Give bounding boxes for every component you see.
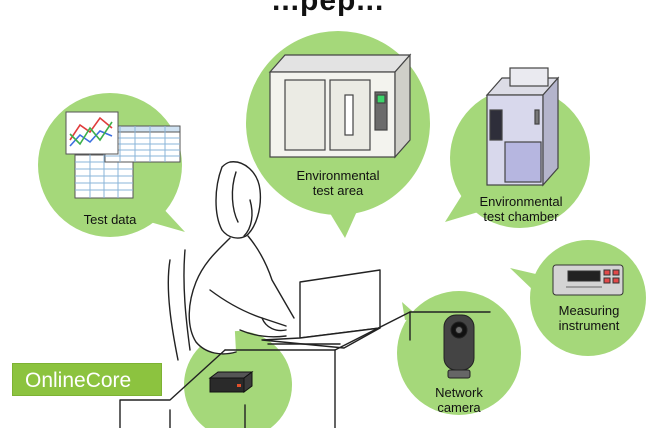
spreadsheet-icon: [65, 111, 181, 199]
env-chamber-line2: test chamber: [483, 209, 559, 224]
title-fragment: ...pep...: [272, 0, 385, 17]
measuring-line1: Measuring: [558, 303, 620, 318]
camera-line1: Network: [435, 385, 483, 400]
person-at-desk: [119, 161, 491, 429]
measuring-label: Measuring instrument: [544, 303, 634, 333]
test-data-text: Test data: [83, 212, 137, 227]
camera-label: Network camera: [419, 385, 499, 415]
env-test-area-icon: [268, 53, 412, 159]
bubble-measuring: [510, 240, 646, 356]
camera-line2: camera: [437, 400, 481, 415]
env-chamber-icon: [485, 67, 560, 187]
network-camera-icon: [443, 314, 475, 379]
env-area-label: Environmental test area: [278, 168, 398, 198]
env-area-line1: Environmental: [296, 168, 380, 183]
env-area-line2: test area: [312, 183, 364, 198]
measuring-line2: instrument: [558, 318, 620, 333]
onlinecore-device-icon: [208, 371, 254, 393]
env-chamber-line1: Environmental: [479, 194, 563, 209]
test-data-label: Test data: [70, 212, 150, 227]
env-chamber-label: Environmental test chamber: [466, 194, 576, 224]
onlinecore-badge: OnlineCore: [12, 363, 162, 396]
measuring-instrument-icon: [552, 264, 624, 296]
